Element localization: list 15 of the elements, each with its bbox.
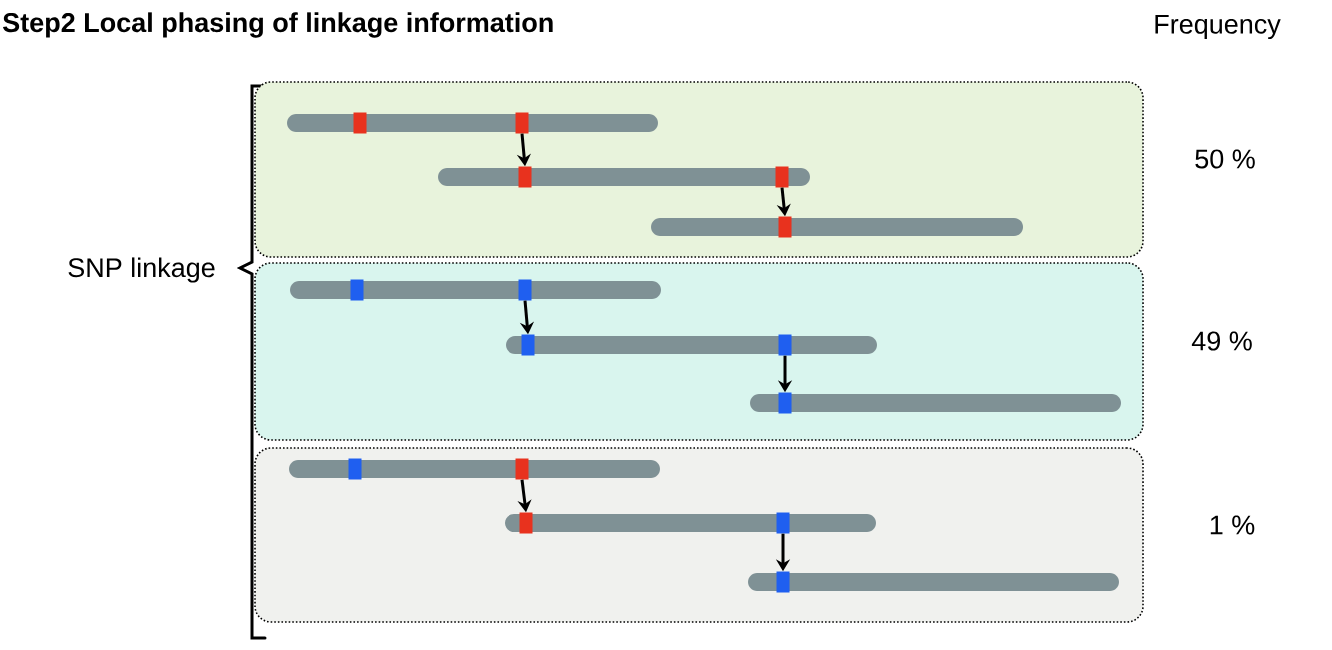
bracket-label: SNP linkage — [68, 257, 215, 283]
read-bar — [748, 573, 1119, 591]
read-bar — [438, 168, 810, 186]
frequency-value: 50 % — [1195, 149, 1255, 169]
read-bar — [651, 218, 1023, 236]
read-bar — [290, 281, 661, 299]
read-bar — [289, 460, 660, 478]
column-heading: Frequency — [1155, 14, 1281, 40]
read-bar — [506, 336, 877, 354]
read-bar — [287, 114, 658, 132]
frequency-value: 49 % — [1191, 331, 1252, 351]
frequency-value: 1 % — [1210, 515, 1255, 535]
read-bar — [750, 394, 1121, 412]
read-bar — [505, 514, 876, 532]
title: Step2 Local phasing of linkage information — [3, 12, 553, 38]
